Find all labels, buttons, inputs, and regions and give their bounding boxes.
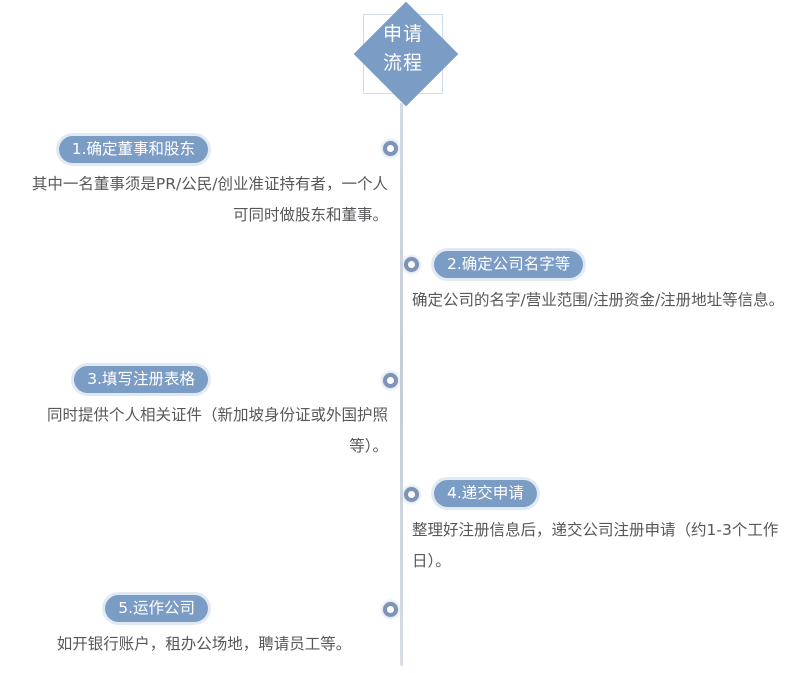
step-label-3[interactable]: 3.填写注册表格 — [74, 366, 208, 393]
step-marker-5 — [383, 602, 398, 617]
step-label-2[interactable]: 2.确定公司名字等 — [434, 251, 584, 278]
step-body-1: 其中一名董事须是PR/公民/创业准证持有者，一个人可同时做股东和董事。 — [31, 175, 388, 224]
step-body-3: 同时提供个人相关证件（新加坡身份证或外国护照等）。 — [46, 406, 388, 455]
step-label-4[interactable]: 4.递交申请 — [434, 480, 537, 507]
step-marker-4 — [404, 487, 419, 502]
step-body-2: 确定公司的名字/营业范围/注册资金/注册地址等信息。 — [412, 291, 785, 309]
diagram-header: 申请 流程 — [348, 0, 459, 110]
step-label-1[interactable]: 1.确定董事和股东 — [58, 136, 208, 163]
step-marker-3 — [383, 373, 398, 388]
step-marker-2 — [404, 257, 419, 272]
step-body-4: 整理好注册信息后，递交公司注册申请（约1-3个工作日）。 — [412, 521, 779, 570]
diagram-title: 申请 流程 — [382, 23, 423, 74]
step-marker-1 — [383, 141, 398, 156]
timeline-axis — [400, 103, 403, 666]
step-label-5[interactable]: 5.运作公司 — [105, 595, 208, 622]
step-body-5: 如开银行账户，租办公场地，聘请员工等。 — [56, 635, 352, 653]
